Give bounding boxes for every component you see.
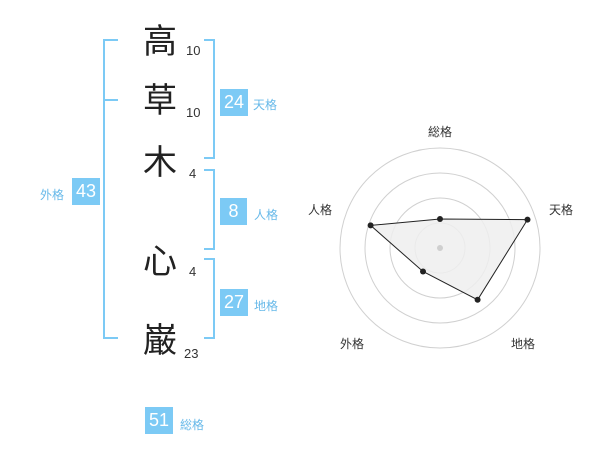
- radar-point-4: [420, 268, 426, 275]
- stroke-count-1: 10: [186, 43, 201, 58]
- chikaku-bracket: [204, 258, 215, 339]
- tenkaku-bracket: [204, 39, 215, 159]
- tenkaku-label: 天格: [253, 98, 278, 112]
- chikaku-label: 地格: [254, 299, 279, 313]
- radar-axis-label-gaikaku: 外格: [340, 337, 365, 351]
- jinkaku-bracket: [204, 169, 215, 250]
- radar-axis-label-tenkaku: 天格: [549, 203, 574, 217]
- soukaku-label: 総格: [180, 418, 205, 432]
- radar-axis-label-chikaku: 地格: [511, 337, 536, 351]
- radar-point-5: [367, 222, 374, 229]
- radar-axis-label-soukaku: 総格: [428, 125, 453, 139]
- radar-shape: [369, 218, 529, 301]
- radar-grid-ring: [364, 172, 516, 324]
- stroke-count-5: 23: [184, 346, 199, 361]
- radar-axis-label-jinkaku: 人格: [308, 203, 333, 217]
- name-char-2: 草: [143, 81, 177, 121]
- chikaku-value-badge: 27: [220, 289, 248, 316]
- radar-center-dot: [437, 245, 443, 251]
- soukaku-value-badge: 51: [145, 407, 173, 434]
- stroke-count-4: 4: [189, 264, 197, 279]
- radar-point-1: [437, 216, 443, 222]
- stroke-count-3: 4: [189, 166, 197, 181]
- jinkaku-value-badge: 8: [220, 198, 247, 225]
- name-char-4: 心: [143, 242, 177, 282]
- gaikaku-bracket: [103, 39, 118, 339]
- name-char-3: 木: [143, 143, 177, 183]
- tenkaku-value-badge: 24: [220, 89, 248, 116]
- radar-point-3: [474, 296, 481, 303]
- gaikaku-label: 外格: [40, 188, 65, 202]
- name-char-1: 高: [143, 22, 177, 62]
- radar-grid-ring: [339, 147, 541, 349]
- radar-point-2: [524, 216, 531, 223]
- jinkaku-label: 人格: [254, 208, 279, 222]
- name-char-5: 巌: [143, 321, 177, 361]
- stroke-count-2: 10: [186, 105, 201, 120]
- gaikaku-value-badge: 43: [72, 178, 100, 205]
